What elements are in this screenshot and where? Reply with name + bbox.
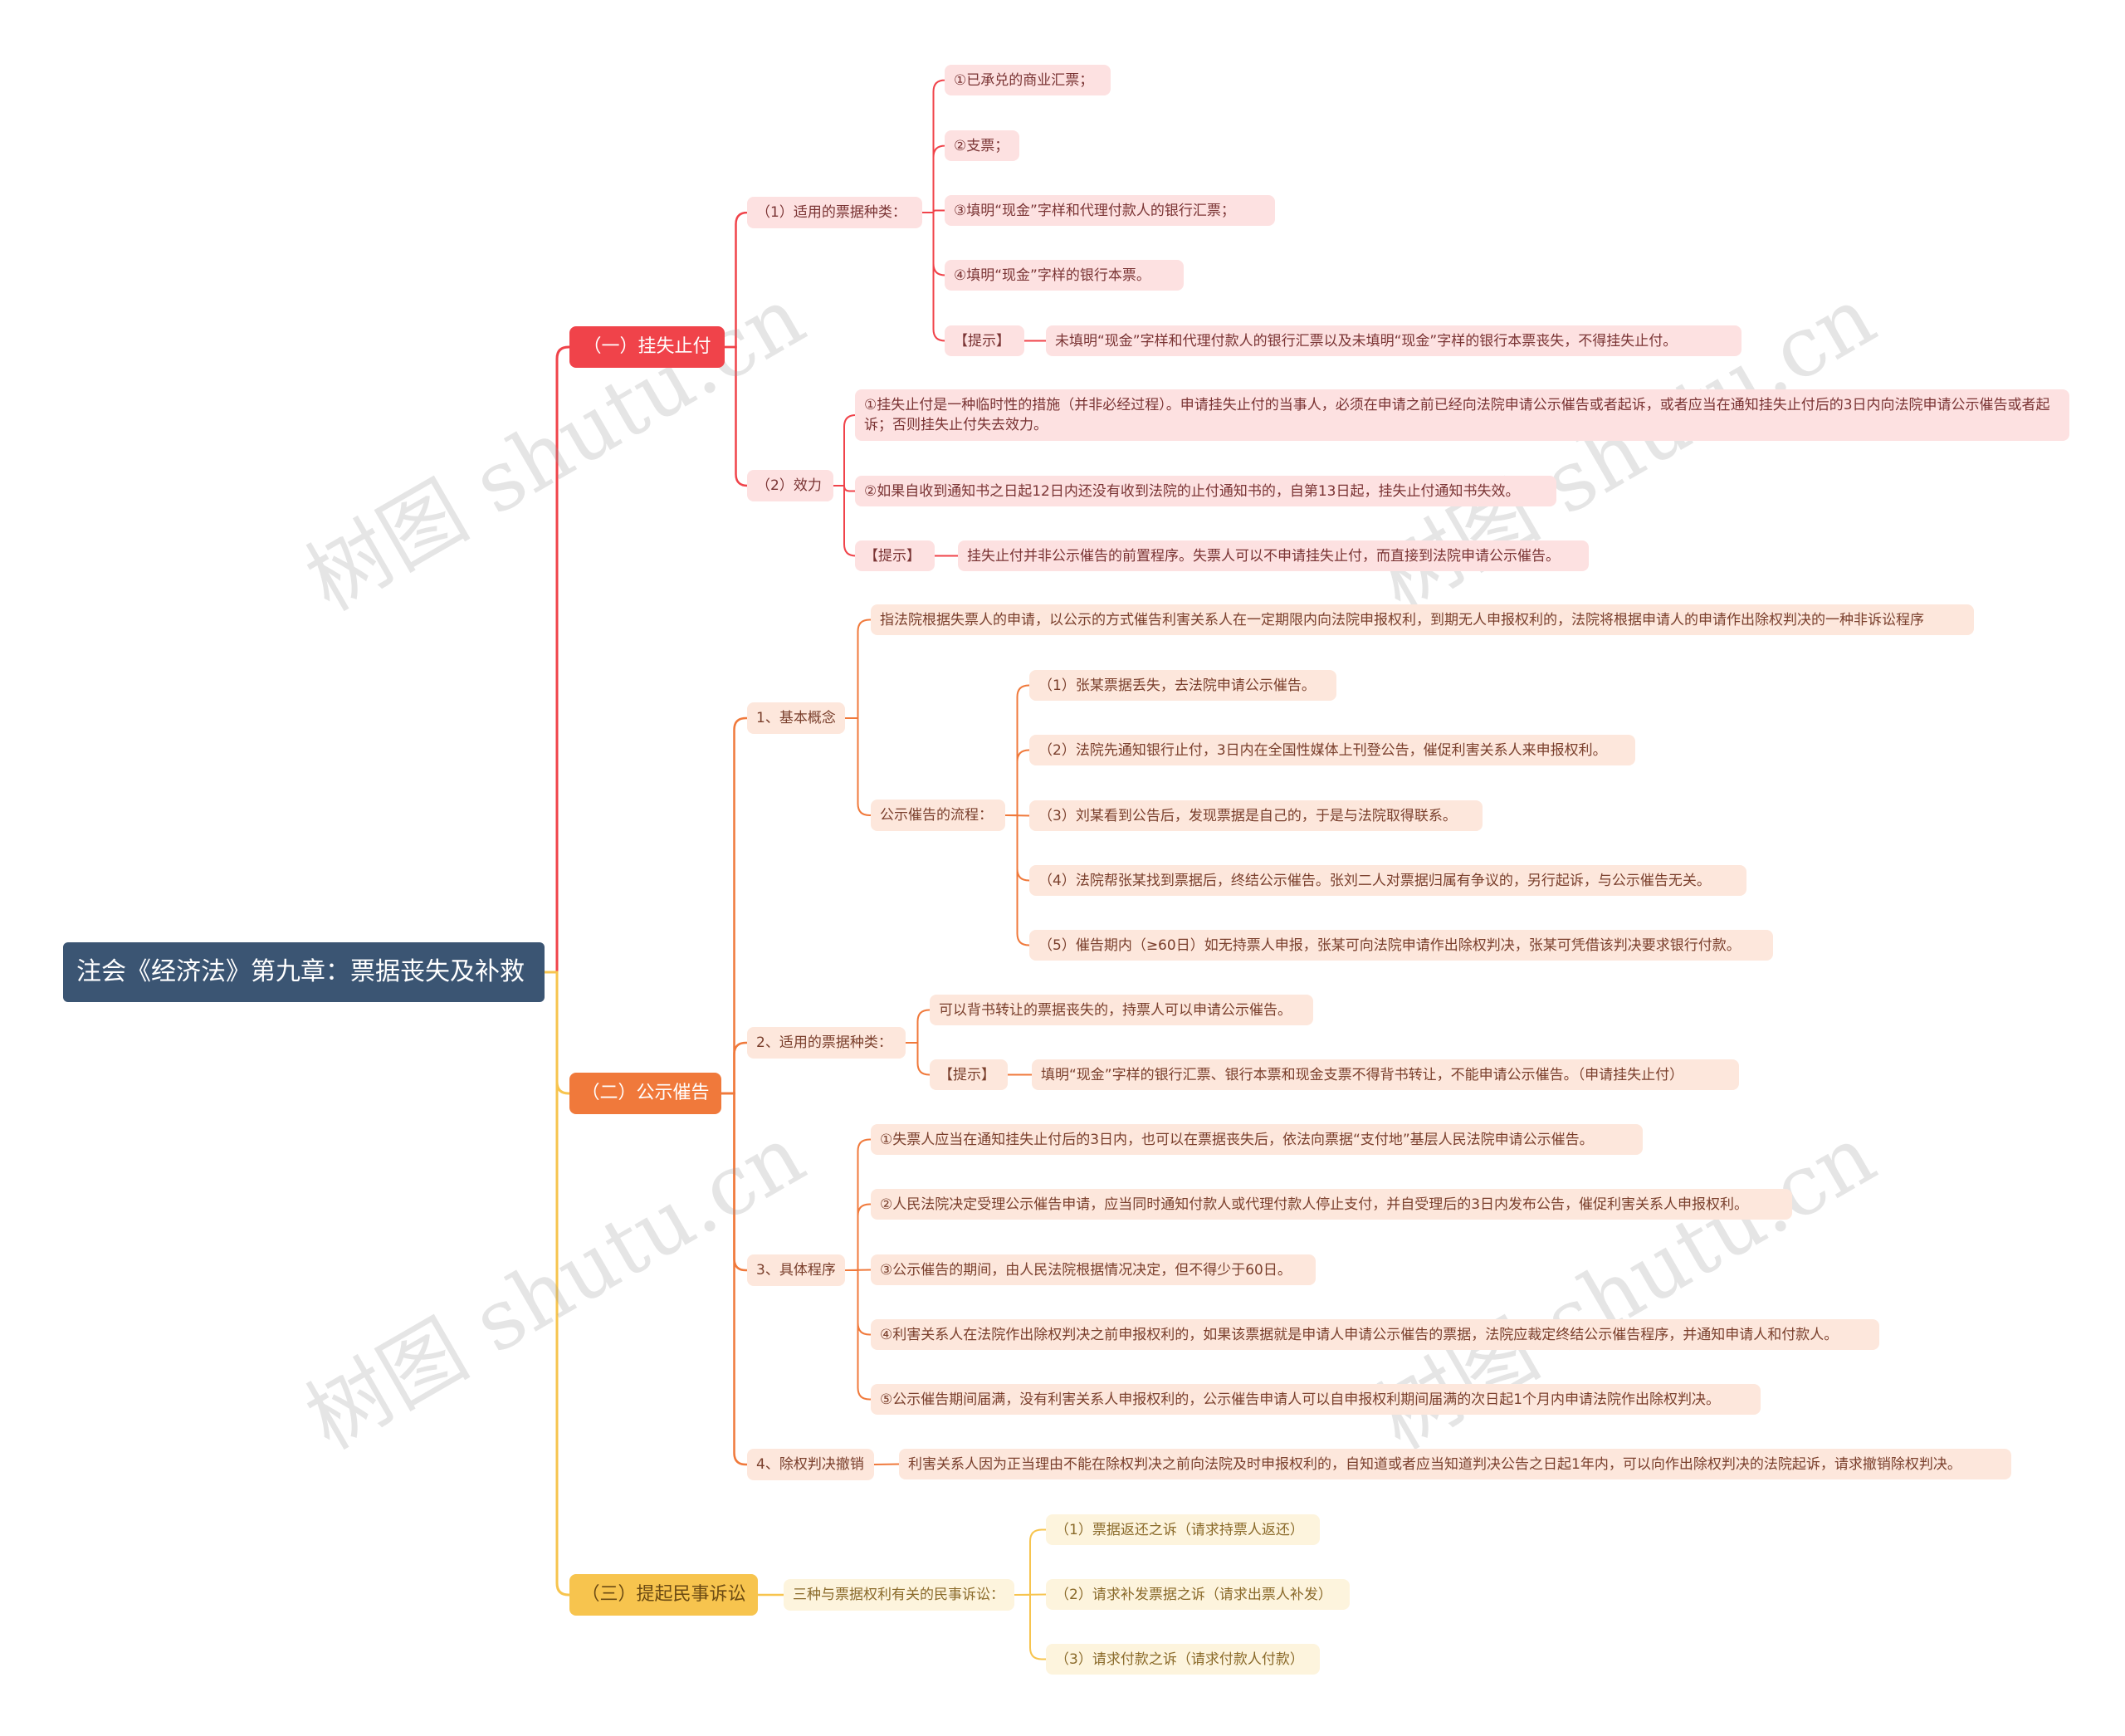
connector-line [845,717,871,816]
connector-line [922,212,945,342]
connector-line [725,211,748,349]
tip-label[interactable]: 【提示】 [855,540,935,571]
connector-line [1005,749,1029,816]
leaf-item[interactable]: ③公示催告的期间，由人民法院根据情况决定，但不得少于60日。 [871,1254,1316,1285]
connector-line [1005,684,1029,816]
topic-revoke-judgment[interactable]: 4、除权判决撤销 [747,1449,874,1480]
leaf-item[interactable]: ①失票人应当在通知挂失止付后的3日内，也可以在票据丧失后，依法向票据“支付地”基… [871,1124,1643,1155]
connector-line [1005,814,1029,946]
connector-line [845,1269,871,1401]
connector-line [922,144,945,213]
tip-text[interactable]: 未填明“现金”字样和代理付款人的银行汇票以及未填明“现金”字样的银行本票丧失，不… [1046,325,1742,356]
connector-line [721,716,747,1095]
connector-line [833,414,857,487]
connector-line [906,1042,930,1076]
root-topic[interactable]: 注会《经济法》第九章：票据丧失及补救 [63,942,545,1002]
tip-text[interactable]: 挂失止付并非公示催告的前置程序。失票人可以不申请挂失止付，而直接到法院申请公示催… [958,540,1589,571]
connector-line [906,1009,930,1044]
connector-line [845,1203,871,1271]
topic-notice-flow[interactable]: 公示催告的流程： [871,800,1005,831]
branch-public-notice[interactable]: （二）公示催告 [569,1073,721,1114]
connector-line [833,485,857,557]
leaf-item[interactable]: （1）票据返还之诉（请求持票人返还） [1046,1514,1320,1545]
connector-line [1014,1594,1046,1660]
tip-label[interactable]: 【提示】 [945,325,1024,356]
connector-line [1014,1528,1046,1596]
leaf-item[interactable]: ②支票； [945,130,1019,161]
topic-civil-lawsuits[interactable]: 三种与票据权利有关的民事诉讼： [784,1579,1014,1611]
leaf-item[interactable]: 可以背书转让的票据丧失的，持票人可以申请公示催告。 [930,995,1313,1025]
leaf-item[interactable]: ②人民法院决定受理公示催告申请，应当同时通知付款人或代理付款人停止支付，并自受理… [871,1189,1792,1220]
leaf-item[interactable]: ④利害关系人在法院作出除权判决之前申报权利的，如果该票据就是申请人申请公示催告的… [871,1319,1879,1350]
connector-line [721,1092,747,1466]
leaf-flow-step[interactable]: （2）法院先通知银行止付，3日内在全国性媒体上刊登公告，催促利害关系人来申报权利… [1029,735,1635,765]
leaf-flow-step[interactable]: （3）刘某看到公告后，发现票据是自己的，于是与法院取得联系。 [1029,800,1483,831]
leaf-item[interactable]: 利害关系人因为正当理由不能在除权判决之前向法院及时申报权利的，自知道或者应当知道… [899,1449,2011,1479]
tip-text[interactable]: 填明“现金”字样的银行汇票、银行本票和现金支票不得背书转让，不能申请公示催告。（… [1032,1059,1739,1090]
topic-applicable-bills[interactable]: （1）适用的票据种类： [747,197,922,228]
leaf-item[interactable]: ①挂失止付是一种临时性的措施（并非必经过程）。申请挂失止付的当事人，必须在申请之… [855,389,2069,441]
connector-line [545,971,569,1597]
connector-line [922,79,945,213]
leaf-item[interactable]: ④填明“现金”字样的银行本票。 [945,260,1184,291]
leaf-item[interactable]: ①已承兑的商业汇票； [945,65,1111,95]
leaf-flow-step[interactable]: （1）张某票据丢失，去法院申请公示催告。 [1029,670,1336,701]
connector-line [845,619,871,719]
topic-applicable-bills[interactable]: 2、适用的票据种类： [747,1027,906,1059]
leaf-flow-step[interactable]: （4）法院帮张某找到票据后，终结公示催告。张刘二人对票据归属有争议的，另行起诉，… [1029,865,1746,896]
leaf-definition[interactable]: 指法院根据失票人的申请，以公示的方式催告利害关系人在一定期限内向法院申报权利，到… [871,604,1974,635]
leaf-item[interactable]: ②如果自收到通知书之日起12日内还没有收到法院的止付通知书的，自第13日起，挂失… [855,476,1556,506]
connector-line [545,345,569,974]
topic-basic-concept[interactable]: 1、基本概念 [747,702,845,734]
connector-line [721,1041,747,1095]
branch-civil-lawsuit[interactable]: （三）提起民事诉讼 [569,1574,758,1616]
tip-label[interactable]: 【提示】 [930,1059,1008,1090]
leaf-item[interactable]: ③填明“现金”字样和代理付款人的银行汇票； [945,195,1275,226]
leaf-item[interactable]: （2）请求补发票据之诉（请求出票人补发） [1046,1579,1350,1610]
leaf-flow-step[interactable]: （5）催告期内（≥60日）如无持票人申报，张某可向法院申请作出除权判决，张某可凭… [1029,930,1773,961]
leaf-item[interactable]: （3）请求付款之诉（请求付款人付款） [1046,1644,1320,1675]
leaf-item[interactable]: ⑤公示催告期间届满，没有利害关系人申报权利的，公示催告申请人可以自申报权利期间届… [871,1384,1761,1415]
connector-line [725,345,748,487]
branch-lost-stop-payment[interactable]: （一）挂失止付 [569,326,725,368]
topic-effect[interactable]: （2）效力 [747,470,833,501]
connector-line [845,1138,871,1271]
topic-procedure[interactable]: 3、具体程序 [747,1254,845,1286]
